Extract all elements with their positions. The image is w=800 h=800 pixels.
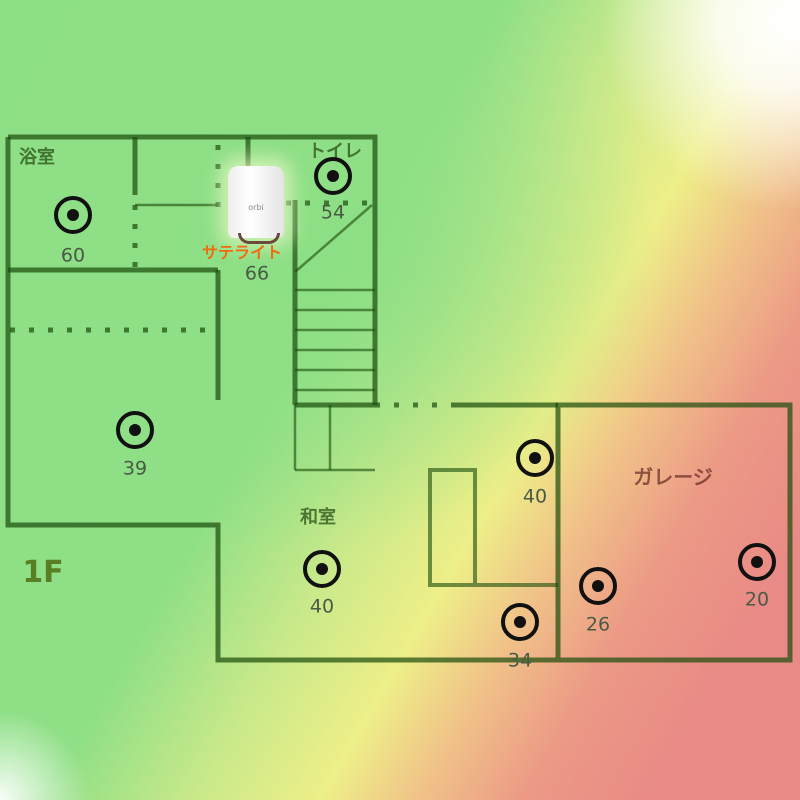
router-brand: orbi [248, 203, 264, 212]
room-label-bath: 浴室 [19, 147, 55, 168]
signal-value: 66 [244, 262, 270, 285]
signal-value: 54 [320, 201, 346, 224]
measurement-point[interactable] [303, 550, 341, 588]
floor-label: 1F [22, 555, 64, 590]
measurement-point[interactable] [116, 411, 154, 449]
measurement-point[interactable] [738, 543, 776, 581]
router-label: サテライト [201, 243, 283, 262]
measurement-point[interactable] [314, 157, 352, 195]
signal-value: 40 [309, 595, 335, 618]
measurement-point[interactable] [579, 567, 617, 605]
signal-value: 26 [585, 613, 611, 636]
signal-value: 20 [744, 588, 770, 611]
room-label-toilet: トイレ [308, 141, 362, 162]
signal-value: 60 [60, 244, 86, 267]
signal-value: 34 [507, 649, 533, 672]
measurement-point[interactable] [54, 196, 92, 234]
room-label-washitsu: 和室 [300, 507, 336, 528]
signal-value: 39 [122, 457, 148, 480]
signal-value: 40 [522, 485, 548, 508]
room-label-garage: ガレージ [633, 465, 713, 489]
measurement-point[interactable] [501, 603, 539, 641]
router-satellite-icon[interactable] [228, 166, 284, 244]
measurement-point[interactable] [516, 439, 554, 477]
